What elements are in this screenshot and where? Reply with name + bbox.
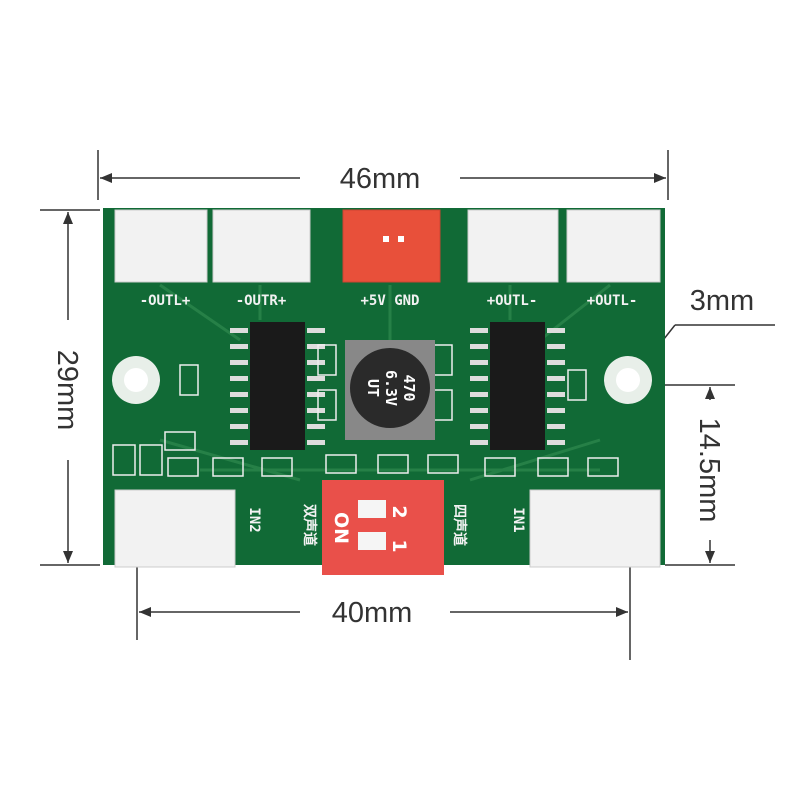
height-dimension-label: 29mm [51,350,83,431]
input-connector-2 [114,489,236,568]
input-connector-1 [529,489,661,568]
capacitor-voltage: 6.3V [382,370,400,406]
label-outl-3: +OUTL- [587,293,638,309]
hole-spacing-label: 40mm [332,597,413,629]
switch-num-1: 1 [388,539,410,552]
label-in1: IN1 [510,507,526,532]
width-dimension-label: 46mm [340,163,421,195]
label-power: +5V GND [360,293,419,309]
dip-toggle-2[interactable] [358,500,386,518]
arrowheads [63,173,715,617]
hole-height-label: 14.5mm [693,418,725,523]
traces [159,283,611,482]
dip-toggle-1[interactable] [358,532,386,550]
smd-components [112,344,619,477]
capacitor-value: 470 [400,374,418,401]
capacitor [350,348,430,428]
label-outl-1: -OUTL+ [140,293,191,309]
label-outl-2: +OUTL- [487,293,538,309]
label-in2: IN2 [246,507,262,532]
ic-chips [230,322,565,450]
top-connectors [114,209,661,283]
label-dual-channel: 双声道 [301,504,318,546]
capacitor-code: UT [364,379,382,397]
label-quad-channel: 四声道 [451,504,468,546]
mounting-holes [112,356,652,404]
label-outr: -OUTR+ [236,293,287,309]
switch-num-2: 2 [388,505,410,518]
hole-diameter-label: 3mm [690,285,754,317]
dip-switch[interactable] [322,480,444,575]
switch-on-label: ON [330,512,352,544]
